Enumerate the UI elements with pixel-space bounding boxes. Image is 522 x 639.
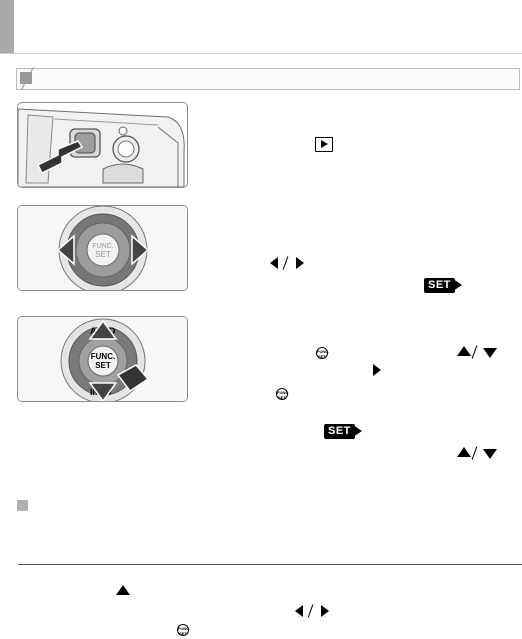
set-arrow-icon — [453, 279, 462, 291]
func-set-button-icon: FUNC. SET — [177, 624, 191, 636]
svg-text:SET: SET — [95, 361, 111, 370]
svg-text:FUNC.: FUNC. — [91, 352, 115, 361]
dial-set-label: SET — [95, 250, 111, 259]
playback-icon — [315, 137, 333, 152]
set-arrow-icon — [353, 425, 362, 437]
slash-separator — [307, 604, 314, 618]
chapter-tab — [0, 0, 14, 54]
slash-separator — [471, 345, 478, 359]
func-set-button-icon: FUNC. SET — [316, 347, 330, 359]
right-arrow-icon — [296, 257, 304, 269]
left-arrow-icon — [270, 257, 278, 269]
camera-playback-photo — [17, 102, 188, 188]
up-arrow-icon — [457, 447, 471, 457]
down-arrow-icon — [483, 348, 497, 358]
control-dial-up-down-photo: FUNC. SET AUTO INFO — [17, 316, 188, 402]
footer-rule — [18, 564, 522, 565]
header-rule — [0, 53, 522, 54]
up-arrow-icon — [457, 346, 471, 356]
control-dial-left-right-photo: FUNC. SET — [17, 205, 188, 291]
set-badge-icon: SET — [424, 278, 455, 293]
subsection-square-icon — [17, 500, 28, 511]
section-heading-bar — [16, 66, 520, 91]
right-arrow-icon — [321, 605, 329, 617]
left-arrow-icon — [295, 605, 303, 617]
slash-separator — [282, 256, 289, 270]
right-arrow-icon — [373, 364, 381, 376]
slash-separator — [471, 446, 478, 460]
down-arrow-icon — [483, 449, 497, 459]
set-badge-icon: SET — [324, 424, 355, 439]
up-arrow-icon — [116, 585, 130, 595]
dial-func-label: FUNC. — [92, 243, 113, 250]
func-set-button-icon: FUNC. SET — [276, 388, 290, 400]
